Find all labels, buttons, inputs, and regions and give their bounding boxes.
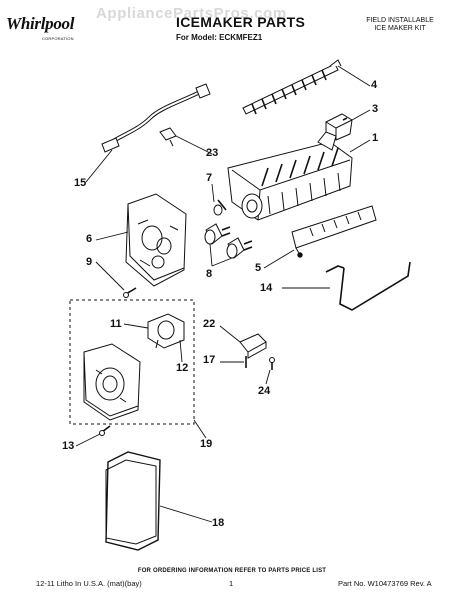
part-1-ice-mold xyxy=(227,131,353,221)
watermark: AppliancePartsPros.com xyxy=(96,5,287,22)
ordering-note: FOR ORDERING INFORMATION REFER TO PARTS … xyxy=(137,568,327,574)
brand-subtitle: CORPORATION xyxy=(42,36,74,41)
part-7-screw xyxy=(213,199,227,216)
page-title: ICEMAKER PARTS xyxy=(176,14,306,30)
litho-line: 12-11 Litho In U.S.A. (mat)(bay) xyxy=(36,579,142,588)
callout-6: 6 xyxy=(86,233,93,245)
callout-19: 19 xyxy=(200,438,213,450)
part-15-wire-harness xyxy=(101,83,211,153)
part-5-bracket xyxy=(291,205,377,258)
callout-3: 3 xyxy=(372,103,379,115)
callout-18: 18 xyxy=(212,517,225,529)
kit-label-line-2: ICE MAKER KIT xyxy=(374,25,426,32)
part-14-shutoff-arm xyxy=(325,261,411,311)
callout-1: 1 xyxy=(372,132,379,144)
callout-7: 7 xyxy=(206,172,213,184)
kit-label: FIELD INSTALLABLE ICE MAKER KIT xyxy=(360,17,440,33)
model-line: For Model: ECKMFEZ1 xyxy=(176,33,263,42)
callout-4: 4 xyxy=(371,79,378,91)
callout-9: 9 xyxy=(86,256,93,268)
part-22-bracket xyxy=(239,333,267,359)
part-18-cover xyxy=(105,451,161,551)
callout-12: 12 xyxy=(176,362,189,374)
part-23-clip xyxy=(159,127,177,147)
part-13-screw xyxy=(99,425,111,436)
part-6-control-housing xyxy=(125,193,187,287)
part-4-ejector-bar xyxy=(242,59,342,115)
callout-15: 15 xyxy=(74,177,87,189)
part-number: Part No. W10473769 Rev. A xyxy=(338,579,432,588)
part-9-screw xyxy=(123,287,137,298)
part-24-screw xyxy=(269,357,275,370)
callout-22: 22 xyxy=(203,318,216,330)
part-11-motor xyxy=(147,313,185,349)
callout-13: 13 xyxy=(62,440,75,452)
part-8-plug-upper xyxy=(204,223,231,245)
brand-name: Whirlpool xyxy=(6,14,75,33)
callout-24: 24 xyxy=(258,385,271,397)
callout-23: 23 xyxy=(206,147,219,159)
part-19-module-plate xyxy=(83,343,141,421)
callout-14: 14 xyxy=(260,282,273,294)
page-number: 1 xyxy=(229,579,234,588)
kit-label-line-1: FIELD INSTALLABLE xyxy=(366,17,434,24)
callout-11: 11 xyxy=(110,318,122,330)
callout-8: 8 xyxy=(206,268,213,280)
brand-logo: Whirlpool CORPORATION xyxy=(6,14,78,44)
assembly-19-outline xyxy=(69,299,195,425)
part-8-plug-lower xyxy=(226,237,253,259)
callout-5: 5 xyxy=(255,262,262,274)
callout-17: 17 xyxy=(203,354,216,366)
leader-lines xyxy=(75,65,371,523)
